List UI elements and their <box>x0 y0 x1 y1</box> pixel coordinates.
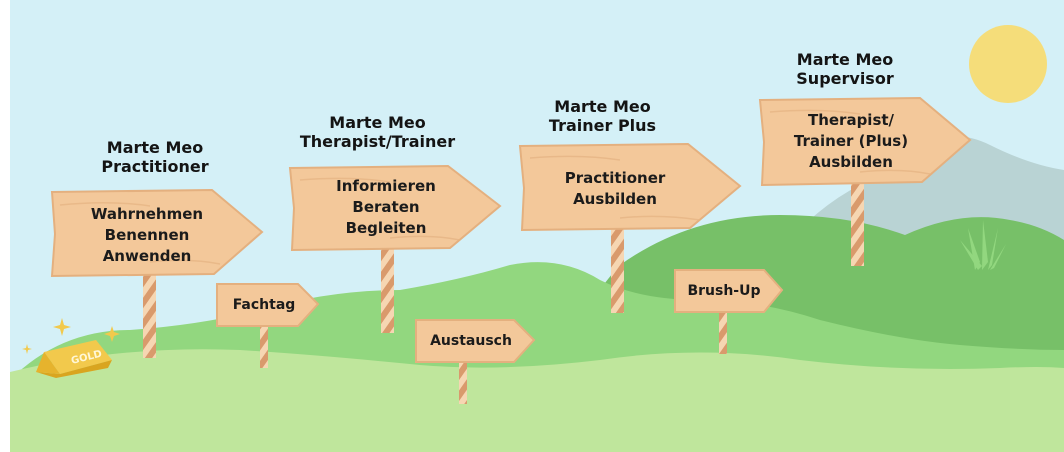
small-sign-brush-up: Brush-Up <box>676 282 772 300</box>
stage-title-therapist-trainer: Marte Meo Therapist/Trainer <box>280 113 475 151</box>
signpost-pole <box>459 362 467 404</box>
small-sign-austausch: Austausch <box>417 332 525 350</box>
stage-title-supervisor: Marte Meo Supervisor <box>760 50 930 88</box>
stage-title-practitioner: Marte Meo Practitioner <box>60 138 250 176</box>
signpost-pole <box>851 180 864 266</box>
sign-text-practitioner: Wahrnehmen Benennen Anwenden <box>62 204 232 267</box>
sign-text-therapist-trainer: Informieren Beraten Begleiten <box>296 176 476 239</box>
signpost-pole <box>611 225 624 313</box>
sign-text-supervisor: Therapist/ Trainer (Plus) Ausbilden <box>766 110 936 173</box>
sun <box>969 25 1047 103</box>
signpost-pole <box>719 312 727 354</box>
signpost-pole <box>143 270 156 358</box>
sign-text-trainer-plus: Practitioner Ausbilden <box>530 168 700 210</box>
signpost-pole <box>381 245 394 333</box>
stage-title-trainer-plus: Marte Meo Trainer Plus <box>520 97 685 135</box>
signpost-pole <box>260 324 268 368</box>
small-sign-fachtag: Fachtag <box>218 296 310 314</box>
